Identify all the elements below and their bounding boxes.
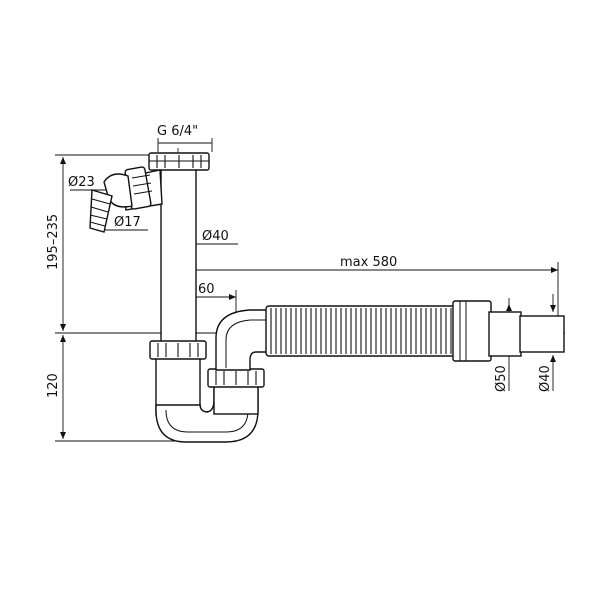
max-length-label: max 580 [340,255,397,270]
outlet-sleeve [488,311,522,357]
offset-60-label: 60 [198,282,215,297]
diameter-50-label: Ø50 [494,365,509,392]
diameter-17-label: Ø17 [114,215,141,230]
u-trap [149,309,269,443]
labels: G 6/4" Ø23 Ø17 Ø40 max 580 60 195–235 12… [46,124,553,398]
outlet-pipe [452,300,565,362]
flexible-hose-ribs [270,308,452,354]
diameter-23-label: Ø23 [68,175,95,190]
vertical-pipe [148,152,210,345]
outlet-pipe-end [519,315,565,353]
trap-right-leg [213,383,259,415]
thread-size-label: G 6/4" [157,124,198,139]
hose-connector [89,166,163,233]
vertical-pipe-body [160,167,197,345]
flexible-hose [265,305,457,357]
outlet-elbow [215,309,269,371]
diameter-40-outlet-label: Ø40 [538,365,553,392]
height-lower-label: 120 [46,373,61,398]
outlet-sleeve-collar [452,300,492,362]
hose-nozzle [89,189,113,233]
height-range-label: 195–235 [46,214,61,270]
diameter-40-pipe-label: Ø40 [202,229,229,244]
